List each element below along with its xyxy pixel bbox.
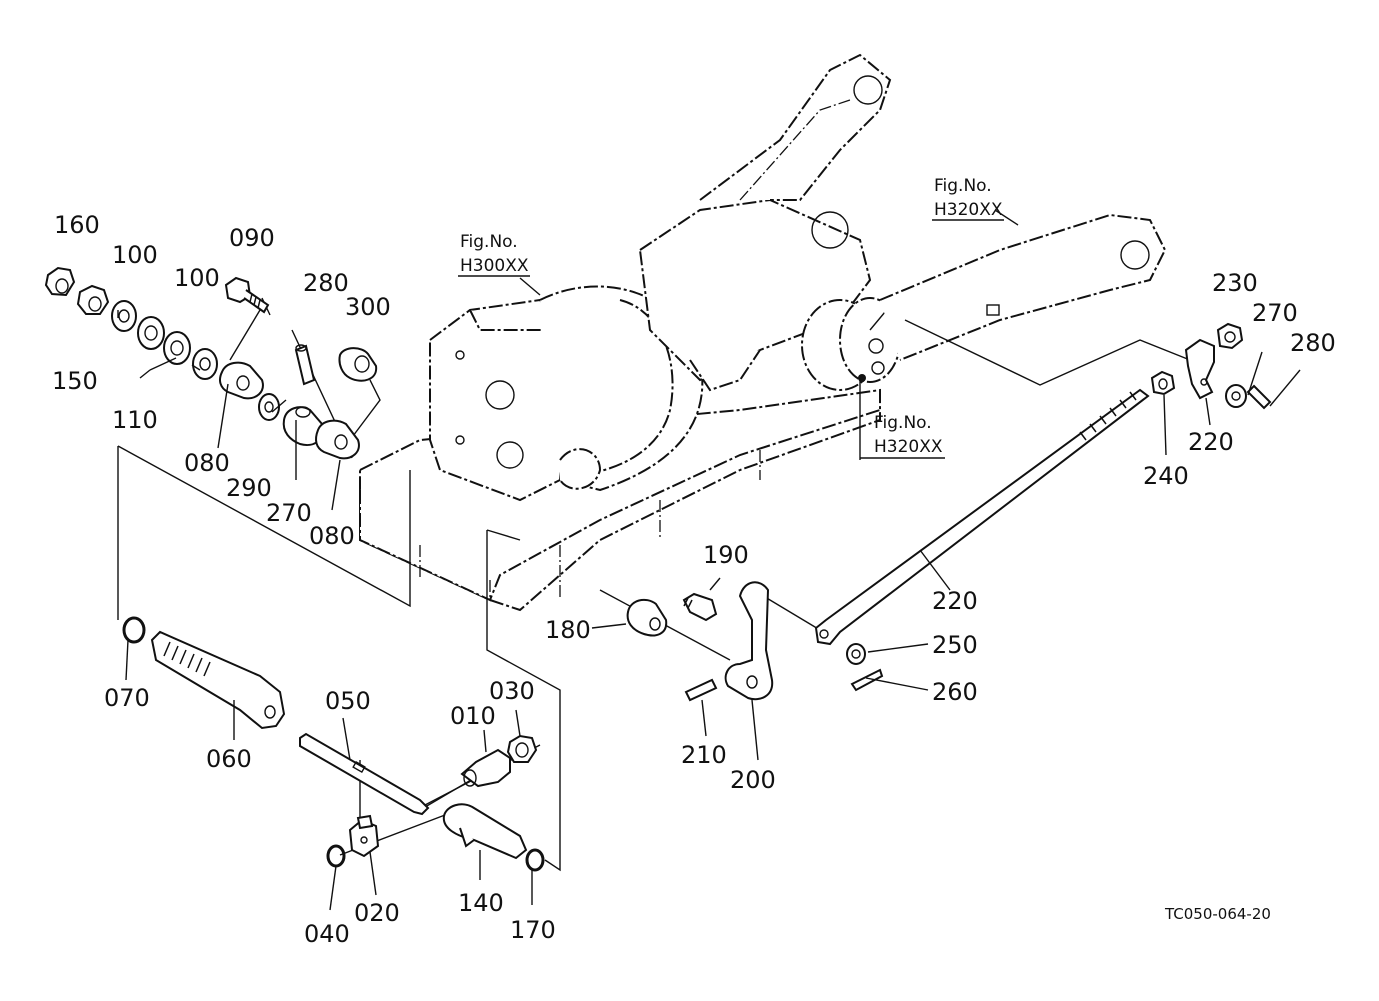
label-part-070: 070 xyxy=(104,684,150,712)
part-290-washer xyxy=(258,393,280,421)
part-030-nut xyxy=(506,734,538,763)
part-180-lever xyxy=(724,581,774,701)
label-part-080: 080 xyxy=(184,449,230,477)
label-part-250: 270 xyxy=(1252,299,1298,327)
label-part-030: 030 xyxy=(489,677,535,705)
label-part-100: 100 xyxy=(112,241,158,269)
part-200-rod xyxy=(814,388,1150,646)
part-labels: 160 100 100 090 280 300 150 110 080 290 … xyxy=(52,211,1336,948)
label-part-190: 210 xyxy=(681,741,727,769)
part-010-plug xyxy=(460,748,511,788)
label-part-280: 280 xyxy=(303,269,349,297)
ref-fig-no-label: Fig.No. xyxy=(874,413,932,433)
label-part-220: 230 xyxy=(1212,269,1258,297)
ref-fig-number: H320XX xyxy=(934,200,1003,220)
part-110-washer xyxy=(163,331,191,365)
label-part-050: 050 xyxy=(325,687,371,715)
label-part-240: 260 xyxy=(932,678,978,706)
label-part-260: 280 xyxy=(1290,329,1336,357)
part-190-pin xyxy=(684,678,718,702)
part-130-nut xyxy=(44,266,76,297)
label-part-120: 150 xyxy=(52,367,98,395)
label-part-170: 190 xyxy=(703,541,749,569)
part-220-nut xyxy=(1216,322,1244,350)
figure-references: Fig.No. H300XX Fig.No. H320XX Fig.No. H3… xyxy=(458,176,1004,459)
label-leaders xyxy=(117,209,1301,911)
part-050-rod xyxy=(299,732,430,816)
label-part-060: 060 xyxy=(206,745,252,773)
label-part-080: 080 xyxy=(309,522,355,550)
label-part-020: 020 xyxy=(354,899,400,927)
label-part-180: 200 xyxy=(730,766,776,794)
part-040-clip xyxy=(326,844,346,868)
label-part-290: 290 xyxy=(226,474,272,502)
part-300-bushing xyxy=(338,347,378,382)
lift-housing-assembly xyxy=(359,53,1167,612)
part-090-bolt xyxy=(224,276,270,314)
label-part-210: 220 xyxy=(1188,428,1234,456)
part-250-washer xyxy=(1225,384,1247,408)
part-220-nut xyxy=(1150,370,1176,396)
ref-fig-number: H300XX xyxy=(460,256,529,276)
label-part-160: 180 xyxy=(545,616,591,644)
label-part-200: 220 xyxy=(932,587,978,615)
part-280-pin xyxy=(294,344,316,386)
part-080-link xyxy=(219,361,264,400)
part-060-shaft xyxy=(150,630,286,730)
part-100-washer xyxy=(111,300,137,332)
part-080-link xyxy=(315,419,360,460)
parts-drawings xyxy=(44,266,1272,872)
part-160-plate xyxy=(626,598,668,637)
part-120-nut xyxy=(76,284,110,315)
part-170-bolt xyxy=(682,592,718,622)
ref-fig-number: H320XX xyxy=(874,437,943,457)
label-part-040: 040 xyxy=(304,920,350,948)
label-part-100: 100 xyxy=(174,264,220,292)
part-140-shaft xyxy=(442,803,528,860)
label-part-230: 250 xyxy=(932,631,978,659)
part-230-washer xyxy=(846,643,866,665)
label-part-270: 270 xyxy=(266,499,312,527)
part-150-o-ring xyxy=(525,848,545,872)
part-260-cotter-pin xyxy=(1246,384,1272,410)
label-part-150: 170 xyxy=(510,916,556,944)
ref-fig-no-label: Fig.No. xyxy=(934,176,992,196)
part-100-washer xyxy=(192,348,218,380)
label-part-090: 090 xyxy=(229,224,275,252)
label-part-130: 160 xyxy=(54,211,100,239)
label-part-140: 140 xyxy=(458,889,504,917)
part-110-washer xyxy=(137,316,165,350)
part-070-o-ring xyxy=(122,616,146,644)
label-part-110: 110 xyxy=(112,406,158,434)
part-020-block xyxy=(348,814,380,858)
label-part-220: 240 xyxy=(1143,462,1189,490)
drawing-code: TC050-064-20 xyxy=(1164,905,1271,923)
label-part-300: 300 xyxy=(345,293,391,321)
part-210-clevis xyxy=(1184,338,1215,400)
ref-fig-no-label: Fig.No. xyxy=(460,232,518,252)
part-240-cotter-pin xyxy=(850,668,884,692)
label-part-010: 010 xyxy=(450,702,496,730)
